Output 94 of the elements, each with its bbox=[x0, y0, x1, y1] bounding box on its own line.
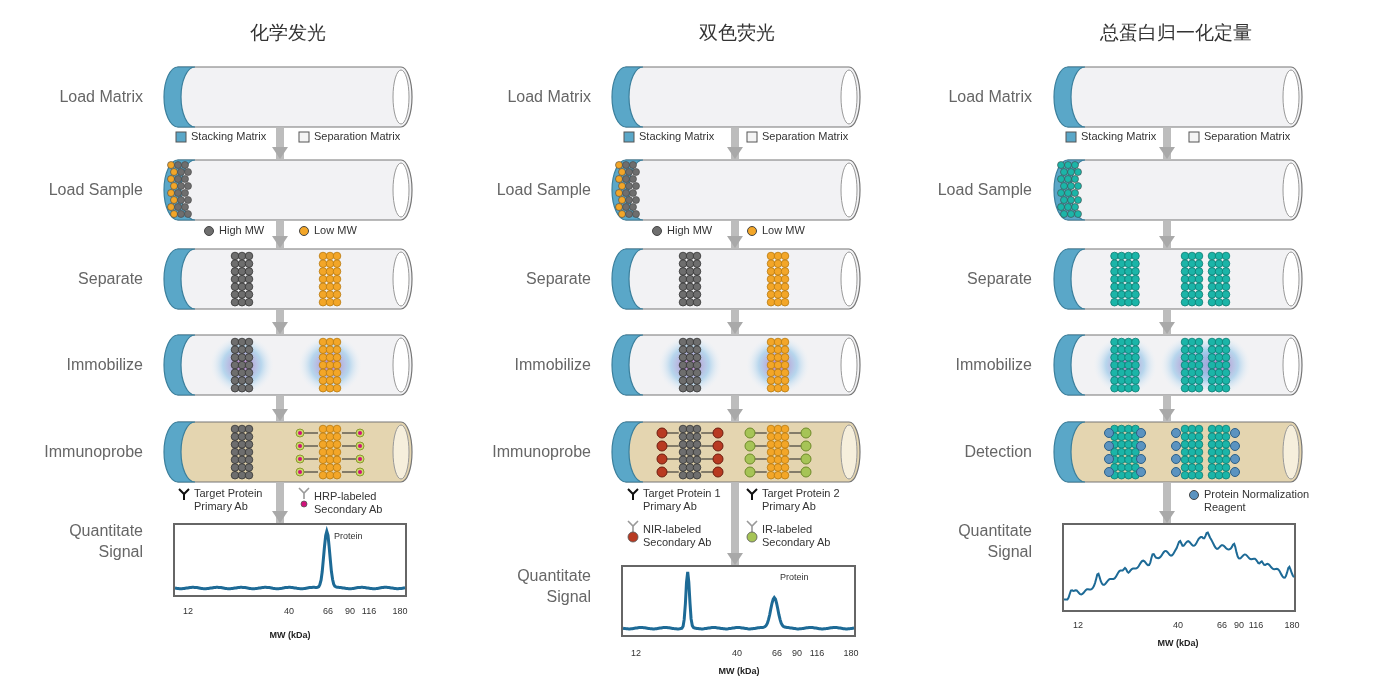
step-label: Load Matrix bbox=[507, 88, 591, 106]
legend-text: Target Protein Primary Ab bbox=[194, 487, 264, 513]
tick-label: 116 bbox=[1248, 620, 1264, 630]
tick-label: 12 bbox=[183, 606, 193, 616]
capillary-drawing bbox=[1053, 421, 1303, 483]
step-label: Immobilize bbox=[514, 356, 591, 374]
arrow bbox=[1159, 310, 1175, 334]
arrow bbox=[272, 310, 288, 334]
capillary-drawing bbox=[163, 66, 413, 128]
axis-title: MW (kDa) bbox=[718, 666, 760, 676]
legend-text: High MW bbox=[219, 224, 266, 237]
tick-label: 90 bbox=[345, 606, 355, 616]
axis-title: MW (kDa) bbox=[1157, 638, 1199, 648]
capillary-drawing bbox=[1053, 66, 1303, 128]
signal-chart bbox=[1062, 523, 1296, 612]
signal-chart bbox=[621, 565, 856, 637]
arrow bbox=[727, 483, 743, 565]
axis-title: MW (kDa) bbox=[269, 630, 311, 640]
step-label: Immobilize bbox=[955, 356, 1032, 374]
arrow bbox=[727, 221, 743, 248]
tick-label: 66 bbox=[323, 606, 333, 616]
legend-text: High MW bbox=[667, 224, 714, 237]
tick-label: 12 bbox=[1073, 620, 1083, 630]
column-title: 化学发光 bbox=[250, 21, 326, 45]
legend-text: Separation Matrix bbox=[314, 130, 402, 143]
legend-text: NIR-labeled Secondary Ab bbox=[643, 523, 713, 549]
arrow bbox=[272, 483, 288, 523]
step-label: Immunoprobe bbox=[44, 443, 143, 461]
column-title: 双色荧光 bbox=[699, 21, 775, 45]
legend-text: Stacking Matrix bbox=[1081, 130, 1158, 143]
step-label: Load Matrix bbox=[948, 88, 1032, 106]
legend-text: HRP-labeled Secondary Ab bbox=[314, 490, 384, 516]
legend-text: Stacking Matrix bbox=[191, 130, 268, 143]
capillary-drawing bbox=[163, 334, 413, 396]
step-label: Immobilize bbox=[66, 356, 143, 374]
tick-label: 66 bbox=[772, 648, 782, 658]
legend-text: Protein Normalization Reagent bbox=[1204, 488, 1311, 514]
arrow bbox=[272, 396, 288, 421]
step-label: Separate bbox=[967, 270, 1032, 288]
tick-label: 90 bbox=[1234, 620, 1244, 630]
tick-label: 116 bbox=[809, 648, 825, 658]
capillary-drawing bbox=[163, 159, 413, 221]
capillary-drawing bbox=[611, 66, 861, 128]
arrow bbox=[1159, 483, 1175, 523]
arrow bbox=[272, 221, 288, 248]
legend-text: Target Protein 1 Primary Ab bbox=[643, 487, 722, 513]
arrow bbox=[727, 310, 743, 334]
capillary-drawing bbox=[611, 334, 861, 396]
capillary-drawing bbox=[163, 421, 413, 483]
step-label: Load Sample bbox=[937, 181, 1032, 199]
arrow bbox=[1159, 128, 1175, 159]
tick-label: 90 bbox=[792, 648, 802, 658]
tick-label: 12 bbox=[631, 648, 641, 658]
legend-text: Stacking Matrix bbox=[639, 130, 716, 143]
tick-label: 116 bbox=[361, 606, 377, 616]
tick-label: 40 bbox=[1173, 620, 1183, 630]
signal-chart bbox=[173, 523, 407, 597]
legend-text: Separation Matrix bbox=[1204, 130, 1292, 143]
capillary-drawing bbox=[163, 248, 413, 310]
capillary-drawing bbox=[1053, 248, 1303, 310]
step-label: Load Sample bbox=[496, 181, 591, 199]
tick-label: 66 bbox=[1217, 620, 1227, 630]
step-label: Separate bbox=[78, 270, 143, 288]
capillary-drawing bbox=[1053, 159, 1303, 221]
arrow bbox=[1159, 221, 1175, 248]
capillary-drawing bbox=[611, 421, 861, 483]
capillary-drawing bbox=[611, 159, 861, 221]
arrow bbox=[272, 128, 288, 159]
capillary-drawing bbox=[1053, 334, 1303, 396]
step-label: Immunoprobe bbox=[492, 443, 591, 461]
step-label: Load Sample bbox=[48, 181, 143, 199]
step-label: Quantitate Signal bbox=[68, 521, 143, 562]
peak-label: Protein bbox=[334, 531, 363, 541]
tick-label: 180 bbox=[843, 648, 859, 658]
legend-text: Low MW bbox=[762, 224, 806, 237]
step-label: Load Matrix bbox=[59, 88, 143, 106]
arrow bbox=[1159, 396, 1175, 421]
step-label: Separate bbox=[526, 270, 591, 288]
step-label: Quantitate Signal bbox=[957, 521, 1032, 562]
arrow bbox=[727, 128, 743, 159]
legend-text: Low MW bbox=[314, 224, 358, 237]
column-title: 总蛋白归一化定量 bbox=[1100, 21, 1252, 45]
legend-text: Target Protein 2 Primary Ab bbox=[762, 487, 841, 513]
legend-text: Separation Matrix bbox=[762, 130, 850, 143]
legend-text: IR-labeled Secondary Ab bbox=[762, 523, 832, 549]
peak-label: Protein bbox=[780, 572, 809, 582]
tick-label: 180 bbox=[392, 606, 408, 616]
tick-label: 180 bbox=[1284, 620, 1300, 630]
step-label: Detection bbox=[964, 443, 1032, 461]
capillary-drawing bbox=[611, 248, 861, 310]
tick-label: 40 bbox=[284, 606, 294, 616]
step-label: Quantitate Signal bbox=[516, 566, 591, 607]
arrow bbox=[727, 396, 743, 421]
tick-label: 40 bbox=[732, 648, 742, 658]
